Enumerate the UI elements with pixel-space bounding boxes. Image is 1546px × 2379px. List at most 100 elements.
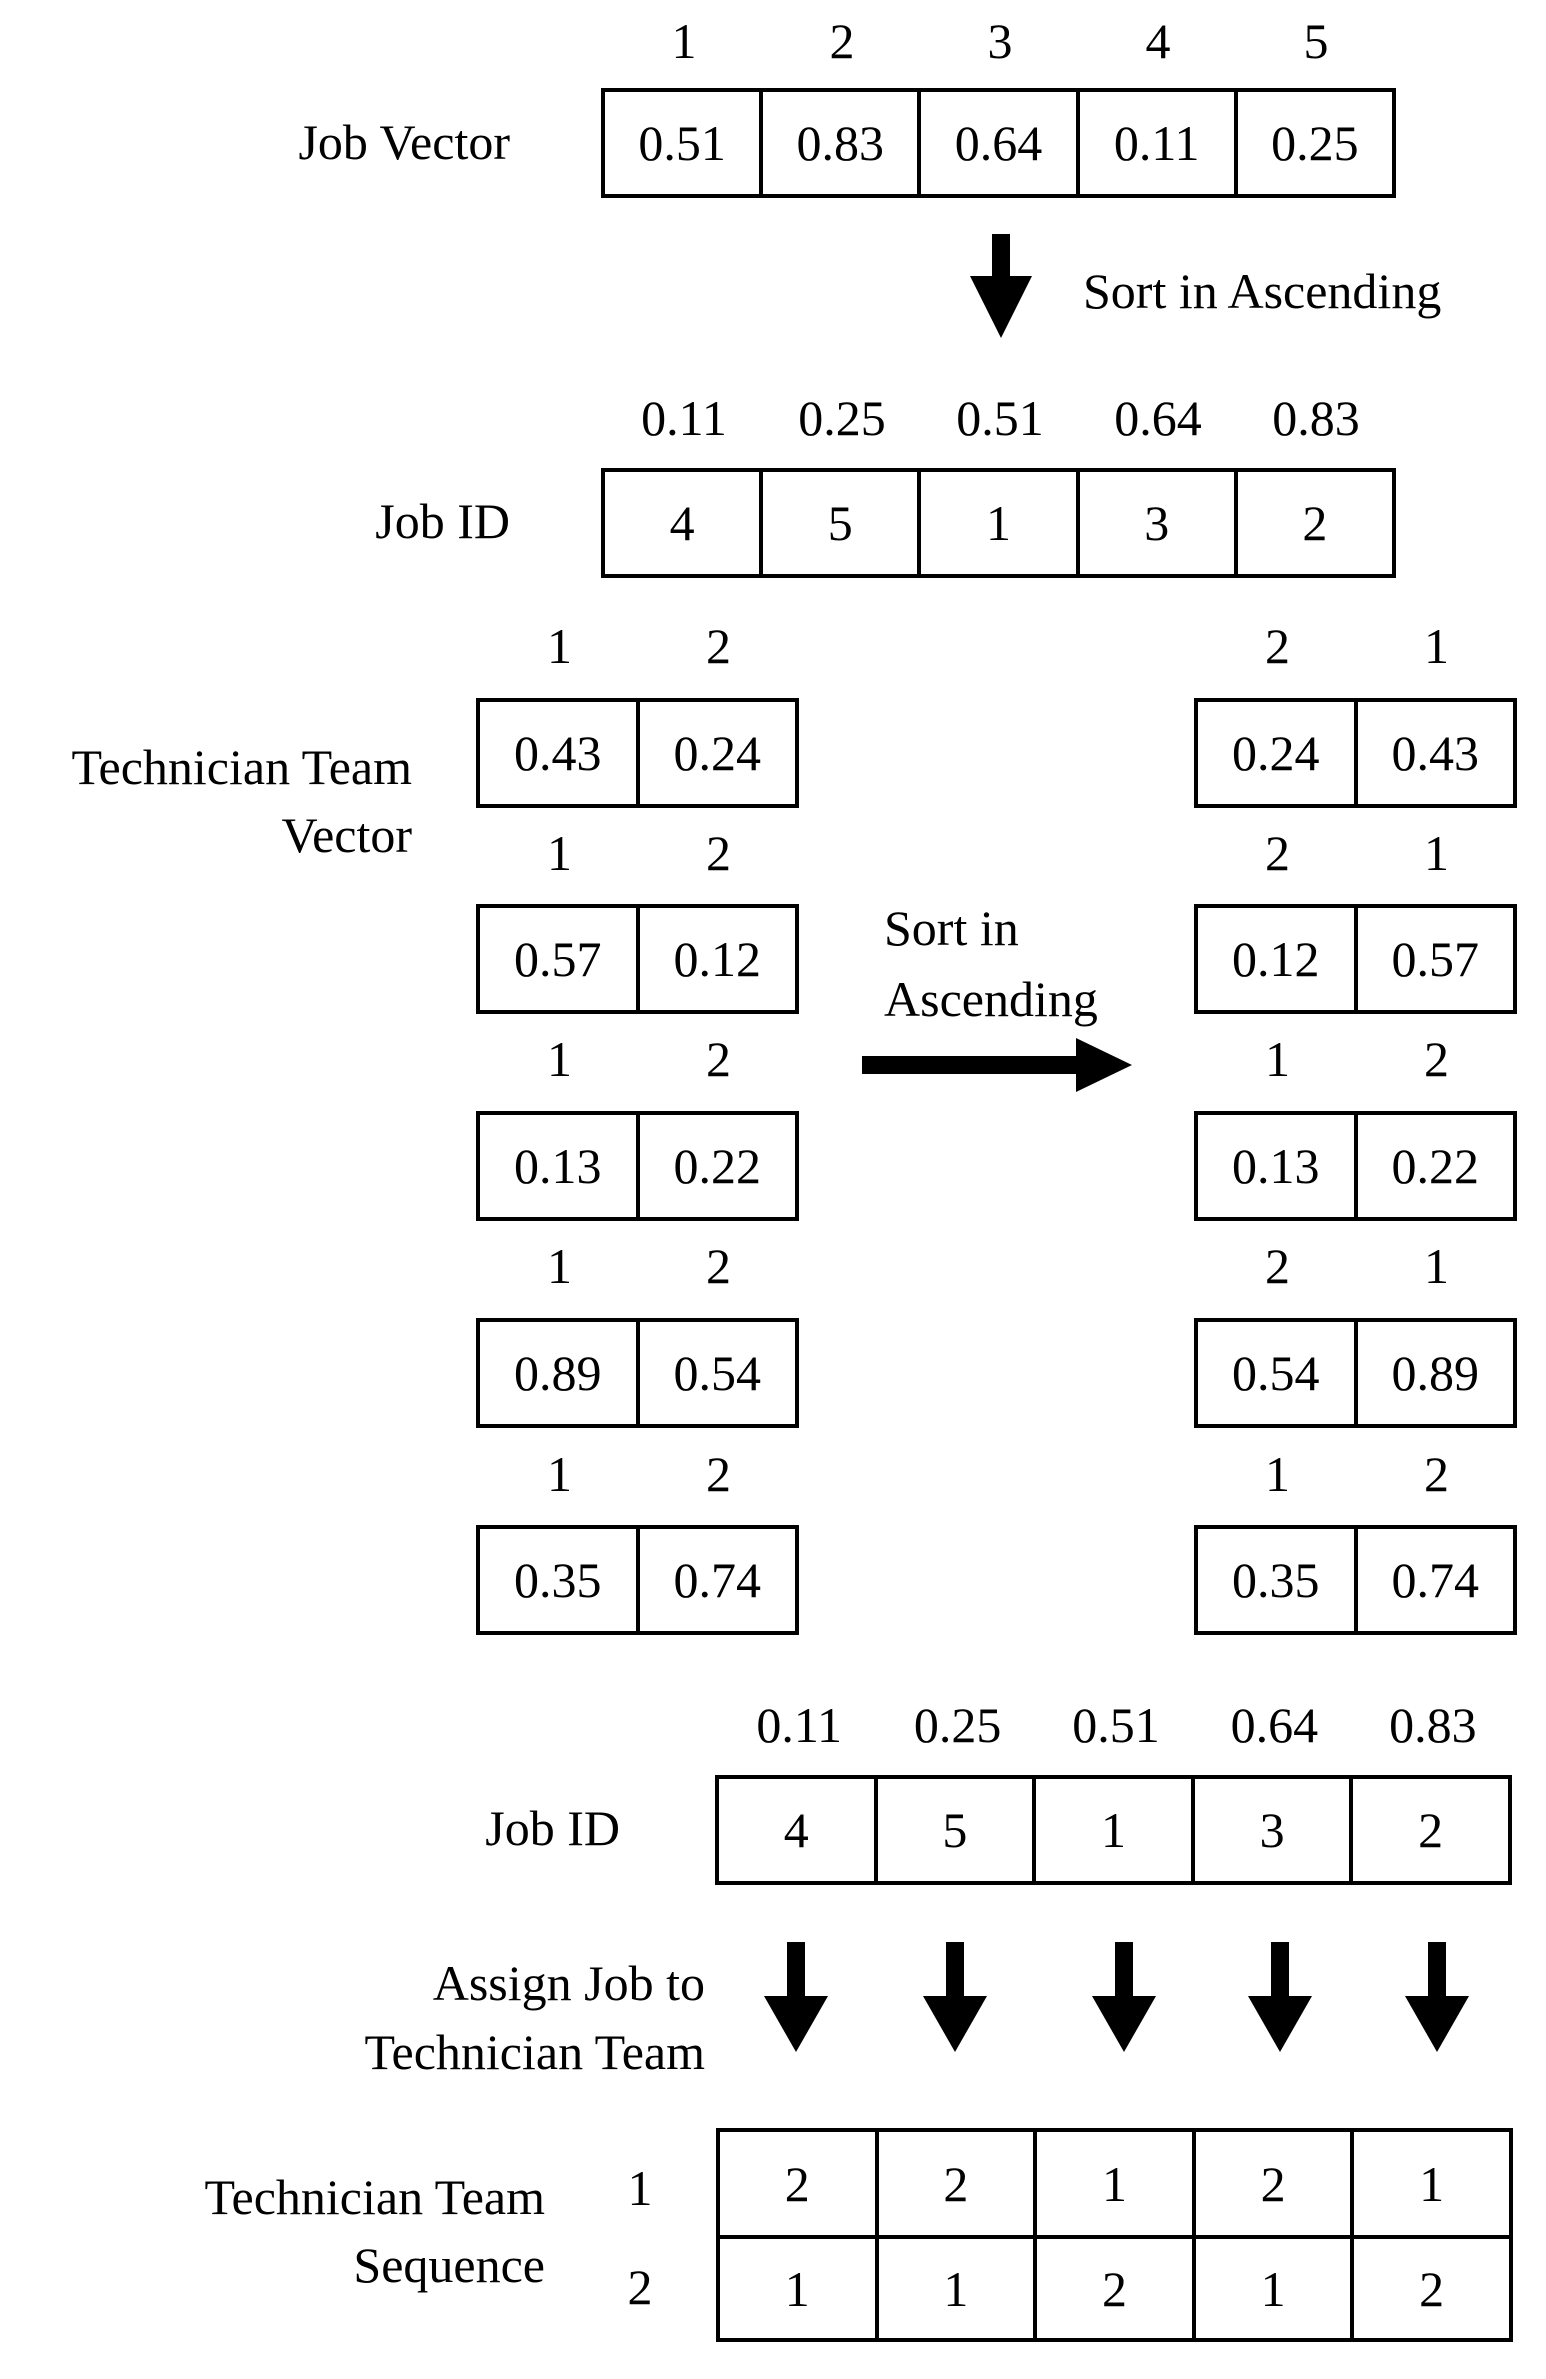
pair-cell: 0.35 bbox=[514, 1552, 602, 1608]
pair-headers: 1 2 bbox=[480, 621, 798, 671]
sort-ascending-label-2-line2: Ascending bbox=[884, 971, 1098, 1027]
pair-headers: 2 1 bbox=[1198, 1241, 1516, 1291]
arrow-down-icon bbox=[1092, 1942, 1156, 2052]
team-index: 1 bbox=[1424, 1238, 1449, 1294]
arrow-down-icon bbox=[923, 1942, 987, 2052]
pair-cell: 0.57 bbox=[514, 931, 602, 987]
pair-cell: 0.12 bbox=[635, 908, 796, 1010]
sort-key: 0.64 bbox=[1230, 1697, 1319, 1753]
position-header: 1 bbox=[671, 13, 697, 69]
sequence-row: 1 1 2 1 2 bbox=[720, 2235, 1509, 2338]
team-index: 1 bbox=[547, 1446, 572, 1502]
sequence-label-line1: Technician Team bbox=[204, 2169, 545, 2225]
team-index: 1 bbox=[547, 1238, 572, 1294]
technician-pair: 0.13 0.22 bbox=[476, 1111, 799, 1221]
pair-headers: 1 2 bbox=[480, 1449, 798, 1499]
pair-headers: 1 2 bbox=[480, 828, 798, 878]
pair-cell: 0.13 bbox=[1232, 1138, 1320, 1194]
pair-cell: 0.24 bbox=[1232, 725, 1320, 781]
pair-cell: 0.89 bbox=[1353, 1322, 1514, 1424]
team-index: 1 bbox=[547, 825, 572, 881]
technician-pair: 0.35 0.74 bbox=[476, 1525, 799, 1635]
job-id-cell: 4 bbox=[783, 1802, 809, 1858]
technician-pair: 0.13 0.22 bbox=[1194, 1111, 1517, 1221]
sequence-row-label: 1 bbox=[627, 2160, 653, 2216]
sequence-label-line2: Sequence bbox=[353, 2237, 545, 2293]
pair-cell: 0.43 bbox=[1353, 702, 1514, 804]
job-id-label: Job ID bbox=[375, 493, 510, 549]
sequence-cell: 1 bbox=[784, 2260, 810, 2317]
team-index: 2 bbox=[1265, 618, 1290, 674]
pair-cell: 0.54 bbox=[1232, 1345, 1320, 1401]
team-index: 1 bbox=[547, 618, 572, 674]
pair-cell: 0.13 bbox=[514, 1138, 602, 1194]
sequence-cell: 1 bbox=[1191, 2239, 1351, 2338]
technician-pair: 0.89 0.54 bbox=[476, 1318, 799, 1428]
team-index: 2 bbox=[1424, 1446, 1449, 1502]
sequence-row: 2 2 1 2 1 bbox=[720, 2132, 1509, 2235]
job-id-cell: 3 bbox=[1075, 472, 1234, 574]
pair-cell: 0.22 bbox=[1353, 1115, 1514, 1217]
job-id-cell: 2 bbox=[1349, 1779, 1508, 1881]
pair-cell: 0.57 bbox=[1353, 908, 1514, 1010]
job-vector-label: Job Vector bbox=[298, 114, 510, 170]
job-vector-array: 0.51 0.83 0.64 0.11 0.25 bbox=[601, 88, 1396, 198]
job-id-cell: 5 bbox=[873, 1779, 1033, 1881]
assign-label-line1: Assign Job to bbox=[432, 1955, 705, 2011]
job-id-cell: 1 bbox=[917, 472, 1075, 574]
arrow-down-icon bbox=[764, 1942, 828, 2052]
job-vector-cell: 0.25 bbox=[1233, 92, 1392, 194]
sort-key: 0.64 bbox=[1114, 390, 1202, 446]
sort-key: 0.83 bbox=[1389, 1697, 1477, 1753]
sort-key: 0.51 bbox=[956, 390, 1044, 446]
job-id-key-headers: 0.11 0.25 0.51 0.64 0.83 bbox=[605, 393, 1395, 443]
technician-team-sequence-grid: 2 2 1 2 1 1 1 2 1 2 bbox=[716, 2128, 1513, 2342]
team-index: 1 bbox=[1424, 825, 1449, 881]
job-id-cell: 2 bbox=[1233, 472, 1392, 574]
job-id-cell: 3 bbox=[1190, 1779, 1350, 1881]
job-id-cell: 5 bbox=[759, 472, 917, 574]
position-header: 5 bbox=[1303, 13, 1329, 69]
team-index: 2 bbox=[706, 618, 731, 674]
pair-headers: 1 2 bbox=[480, 1034, 798, 1084]
sort-key: 0.25 bbox=[913, 1697, 1002, 1753]
team-index: 1 bbox=[1424, 618, 1449, 674]
sequence-cell: 2 bbox=[1033, 2239, 1192, 2338]
team-index: 2 bbox=[706, 825, 731, 881]
sequence-row-label: 2 bbox=[627, 2259, 653, 2315]
pair-cell: 0.43 bbox=[514, 725, 602, 781]
team-index: 1 bbox=[547, 1031, 572, 1087]
team-index: 2 bbox=[706, 1446, 731, 1502]
pair-cell: 0.74 bbox=[1353, 1529, 1514, 1631]
sort-key: 0.11 bbox=[641, 390, 727, 446]
sequence-cell: 2 bbox=[874, 2132, 1034, 2235]
pair-cell: 0.54 bbox=[635, 1322, 796, 1424]
pair-cell: 0.35 bbox=[1232, 1552, 1320, 1608]
job-vector-cell: 0.64 bbox=[917, 92, 1075, 194]
team-index: 2 bbox=[1265, 825, 1290, 881]
pair-cell: 0.24 bbox=[635, 702, 796, 804]
pair-headers: 1 2 bbox=[480, 1241, 798, 1291]
job-vector-cell: 0.51 bbox=[638, 115, 726, 171]
pair-cell: 0.22 bbox=[635, 1115, 796, 1217]
pair-headers: 2 1 bbox=[1198, 621, 1516, 671]
job-id-assign-array: 4 5 1 3 2 bbox=[715, 1775, 1512, 1885]
sort-key: 0.25 bbox=[798, 390, 886, 446]
pair-headers: 1 2 bbox=[1198, 1449, 1516, 1499]
technician-pair: 0.35 0.74 bbox=[1194, 1525, 1517, 1635]
arrow-right-icon bbox=[862, 1038, 1132, 1092]
team-index: 2 bbox=[706, 1238, 731, 1294]
job-vector-cell: 0.83 bbox=[759, 92, 917, 194]
sequence-cell: 2 bbox=[1191, 2132, 1351, 2235]
technician-pair: 0.54 0.89 bbox=[1194, 1318, 1517, 1428]
technician-pair: 0.57 0.12 bbox=[476, 904, 799, 1014]
sort-key: 0.11 bbox=[756, 1697, 843, 1753]
job-id-cell: 4 bbox=[669, 495, 695, 551]
arrow-down-icon bbox=[1405, 1942, 1469, 2052]
position-header: 2 bbox=[829, 13, 855, 69]
sort-ascending-label-1: Sort in Ascending bbox=[1083, 263, 1442, 319]
job-id-assign-key-headers: 0.11 0.25 0.51 0.64 0.83 bbox=[720, 1700, 1512, 1750]
sequence-cell: 2 bbox=[784, 2155, 810, 2212]
pair-cell: 0.89 bbox=[514, 1345, 602, 1401]
